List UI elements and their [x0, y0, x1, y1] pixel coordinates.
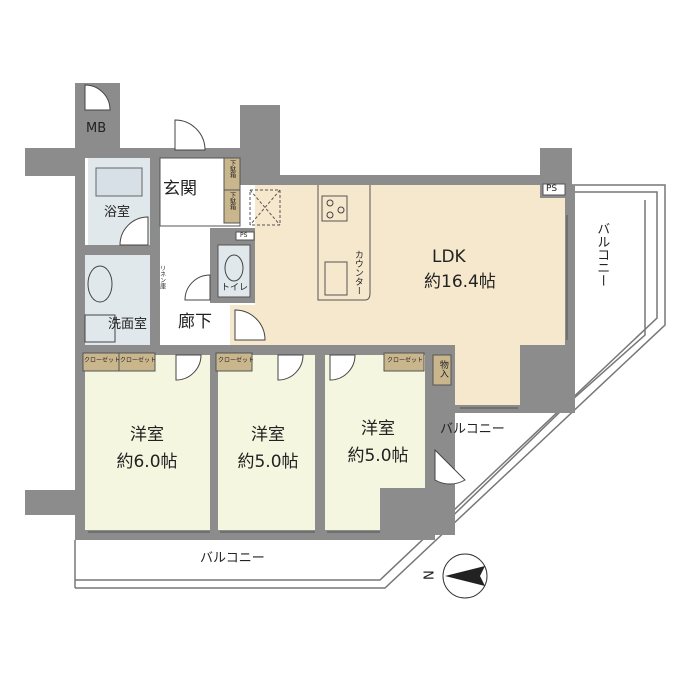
balcony-middle-label: バルコニー: [440, 422, 505, 437]
ps-box: [235, 231, 255, 241]
stove: [321, 195, 348, 222]
toilet-bowl: [224, 254, 244, 282]
shoe-box-label: 下駄箱: [228, 192, 236, 210]
room1-size: 約6.0帖: [116, 452, 178, 472]
linen-label: リネン庫: [158, 265, 166, 289]
closet-label: クローゼット: [387, 357, 424, 364]
room3-name: 洋室: [361, 419, 395, 439]
hallway-label: 廊下: [178, 312, 212, 332]
windows: [88, 215, 568, 533]
ceiling-storage: [249, 189, 281, 226]
counter-label: カウンター: [352, 250, 363, 295]
shoe-box-label: 下駄箱: [228, 160, 236, 178]
ceiling-storage-x: [249, 189, 281, 226]
north-label: N: [422, 570, 438, 581]
room2-name: 洋室: [251, 425, 285, 445]
mb-label: MB: [86, 121, 107, 136]
compass-icon: [442, 553, 488, 599]
washroom-label: 洗面室: [108, 317, 148, 332]
entrance-label: 玄関: [163, 179, 197, 199]
balcony-bottom-label: バルコニー: [200, 551, 265, 566]
closet: [215, 352, 253, 372]
closet-label: クローゼット: [84, 357, 121, 364]
walls: [25, 83, 575, 540]
room3-floor: [325, 355, 425, 530]
balcony-outlines: [74, 184, 666, 589]
room1-floor: [85, 355, 210, 530]
room3-size: 約5.0帖: [347, 446, 409, 466]
doors: [84, 84, 466, 485]
ldk-size: 約16.4帖: [424, 272, 496, 292]
washer-pan: [84, 314, 116, 343]
bath-label: 浴室: [104, 205, 131, 220]
bathtub: [95, 167, 143, 197]
ps-ldk-label: PS: [546, 184, 558, 194]
ldk-floor: [230, 185, 565, 405]
ldk-name: LDK: [432, 247, 466, 267]
room2-floor: [218, 355, 315, 530]
closet: [383, 352, 425, 372]
toilet-label: トイレ: [221, 283, 249, 293]
closet-label: クローゼット: [120, 357, 157, 364]
closet: [118, 352, 156, 372]
storage-label: 物入: [437, 360, 448, 378]
ps-box-ldk: [542, 183, 566, 196]
closet-label: クローゼット: [218, 357, 255, 364]
ps-label: PS: [240, 232, 248, 239]
storage-closet: [432, 354, 452, 386]
shoe-box: [223, 189, 241, 224]
sink: [87, 265, 113, 303]
room1-name: 洋室: [130, 425, 164, 445]
room2-size: 約5.0帖: [237, 452, 299, 472]
kitchen-sink: [324, 261, 348, 296]
balcony-right-label: バルコニー: [594, 222, 610, 287]
